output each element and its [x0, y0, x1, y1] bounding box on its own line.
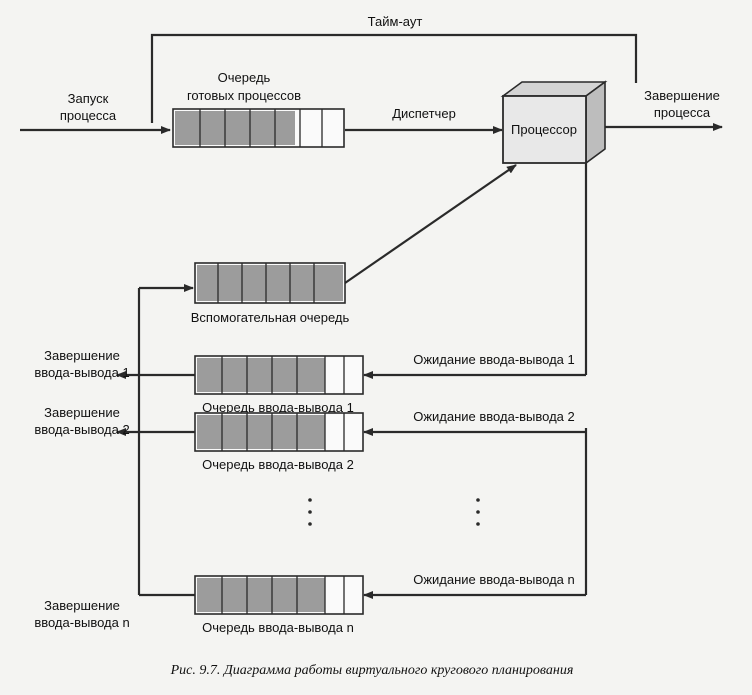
completion-label-line1: Завершение: [644, 88, 720, 103]
io-wait-1-label: Ожидание ввода-вывода 1: [413, 352, 575, 367]
processor-label: Процессор: [511, 122, 577, 137]
ellipsis-dots: [308, 498, 480, 526]
start-label-line1: Запуск: [68, 91, 109, 106]
completion-label-line2: процесса: [654, 105, 711, 120]
ready-queue-label-line2: готовых процессов: [187, 88, 301, 103]
aux-queue-label: Вспомогательная очередь: [191, 310, 350, 325]
io-done-1-label-line2: ввода-вывода 1: [34, 365, 129, 380]
io-queue-n-label: Очередь ввода-вывода n: [202, 620, 354, 635]
io-queue-2-label: Очередь ввода-вывода 2: [202, 457, 354, 472]
timeout-label: Тайм-аут: [368, 14, 423, 29]
ready-queue: [172, 108, 345, 148]
start-label-line2: процесса: [60, 108, 117, 123]
io-wait-2-label: Ожидание ввода-вывода 2: [413, 409, 575, 424]
io-queue-n: [194, 575, 364, 615]
timeout-loop-line: [150, 33, 638, 123]
io-queue-1-label: Очередь ввода-вывода 1: [202, 400, 354, 415]
dispatcher-label: Диспетчер: [392, 106, 456, 121]
processor-box: Процессор: [500, 80, 608, 165]
figure-caption: Рис. 9.7. Диаграмма работы виртуального …: [170, 663, 574, 678]
io-done-n-label-line2: ввода-вывода n: [34, 615, 129, 630]
io-done-n-label-line1: Завершение: [44, 598, 120, 613]
io-done-2-label-line2: ввода-вывода 2: [34, 422, 129, 437]
ready-queue-label-line1: Очередь: [218, 70, 271, 85]
io-queue-1: [194, 355, 364, 395]
io-done-2-label-line1: Завершение: [44, 405, 120, 420]
io-queue-2: [194, 412, 364, 452]
io-wait-n-label: Ожидание ввода-вывода n: [413, 572, 575, 587]
io-done-1-label-line1: Завершение: [44, 348, 120, 363]
aux-queue: [194, 262, 346, 304]
aux-to-processor-arrow: [344, 164, 517, 284]
